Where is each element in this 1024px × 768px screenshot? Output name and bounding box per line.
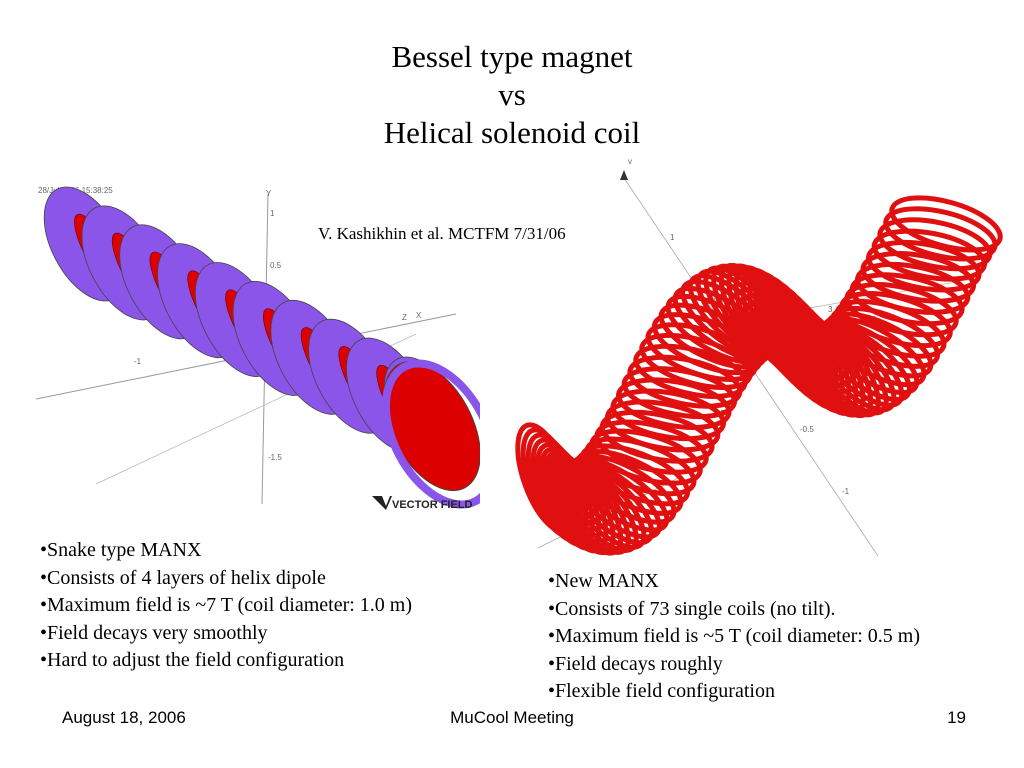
single-coil-ring bbox=[594, 419, 709, 475]
helical-solenoid-figure: v 1 0.5 3 -1 15 -0.5 -1 bbox=[515, 158, 1003, 557]
single-coil-ring bbox=[889, 195, 1003, 253]
title-line-1: Bessel type magnet bbox=[391, 39, 633, 74]
single-coil-ring bbox=[866, 239, 982, 293]
single-coil-ring bbox=[825, 311, 934, 379]
coil-end-ring bbox=[381, 359, 480, 509]
bullet-item: •Flexible field configuration bbox=[548, 680, 775, 702]
x-axis-label: X bbox=[416, 311, 422, 320]
single-coil-ring bbox=[821, 315, 927, 388]
page-number: 19 bbox=[947, 708, 966, 727]
tick-label: -1 bbox=[842, 487, 850, 496]
footer-meeting: MuCool Meeting bbox=[450, 708, 574, 727]
single-coil-ring bbox=[860, 251, 976, 304]
single-coil-ring bbox=[849, 272, 965, 327]
single-coil-ring bbox=[854, 261, 971, 315]
vector-field-logo: VECTOR FIELD bbox=[372, 496, 473, 511]
bessel-coil-drawing bbox=[43, 186, 480, 509]
single-coil-ring bbox=[571, 453, 677, 525]
tick-label: 3 bbox=[828, 305, 833, 314]
credit-line: V. Kashikhin et al. MCTFM 7/31/06 bbox=[318, 224, 566, 243]
y-axis-label: Y bbox=[266, 189, 272, 198]
logo-text: VECTOR FIELD bbox=[392, 499, 473, 511]
slide-title: Bessel type magnet vs Helical solenoid c… bbox=[0, 38, 1024, 152]
bullet-item: •Maximum field is ~5 T (coil diameter: 0… bbox=[548, 625, 921, 647]
bullet-item: •Maximum field is ~7 T (coil diameter: 1… bbox=[40, 594, 413, 616]
title-line-2: vs bbox=[498, 77, 526, 112]
single-coil-ring bbox=[616, 377, 732, 430]
tick-label: 0.5 bbox=[270, 261, 282, 270]
bullet-item: •Field decays very smoothly bbox=[40, 621, 268, 644]
bullet-item: •New MANX bbox=[548, 570, 659, 592]
bullet-item: •Consists of 4 layers of helix dipole bbox=[40, 566, 326, 589]
tick-label: -1 bbox=[134, 357, 142, 366]
tick-label: 1 bbox=[670, 233, 675, 242]
tick-label: 1 bbox=[270, 209, 275, 218]
single-coil-ring bbox=[599, 409, 715, 464]
bessel-magnet-figure: 28/Jul/2006 15:38:25 Y X Z 1 0.5 -1 -1.5… bbox=[36, 186, 480, 511]
bessel-magnet-bullets: •Snake type MANX •Consists of 4 layers o… bbox=[40, 537, 412, 675]
axis-marker: v bbox=[628, 158, 632, 166]
bullet-item: •Hard to adjust the field configuration bbox=[40, 649, 345, 671]
bullet-item: •Snake type MANX bbox=[40, 539, 202, 561]
tick-label: -0.5 bbox=[800, 425, 814, 434]
title-line-3: Helical solenoid coil bbox=[383, 115, 641, 150]
tick-label: -1.5 bbox=[268, 453, 282, 462]
single-coil-ring bbox=[610, 388, 726, 442]
single-coil-ring bbox=[575, 448, 684, 516]
helical-coil-drawing bbox=[515, 195, 1003, 556]
z-axis-label: Z bbox=[402, 313, 407, 322]
single-coil-ring bbox=[604, 399, 721, 453]
single-coil-ring bbox=[844, 282, 959, 338]
bullet-item: •Consists of 73 single coils (no tilt). bbox=[548, 597, 836, 620]
bullet-item: •Field decays roughly bbox=[548, 652, 723, 675]
helical-solenoid-bullets: •New MANX •Consists of 73 single coils (… bbox=[548, 568, 920, 706]
footer-date: August 18, 2006 bbox=[62, 708, 186, 727]
